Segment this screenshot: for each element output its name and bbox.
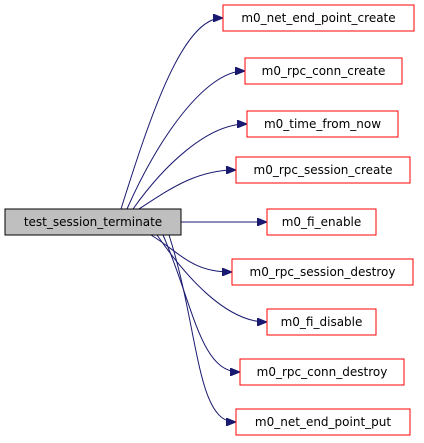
target-node[interactable]: m0_net_end_point_create bbox=[222, 4, 415, 32]
target-node[interactable]: m0_rpc_session_create bbox=[235, 156, 411, 184]
target-node-label: m0_rpc_session_create bbox=[254, 163, 393, 177]
target-node-box bbox=[235, 156, 411, 184]
target-node[interactable]: m0_fi_enable bbox=[266, 208, 377, 236]
target-node[interactable]: m0_rpc_session_destroy bbox=[231, 258, 414, 286]
target-node-label: m0_fi_enable bbox=[282, 215, 362, 229]
call-edges bbox=[120, 18, 266, 422]
target-node[interactable]: m0_rpc_conn_destroy bbox=[239, 358, 405, 386]
call-edge bbox=[138, 170, 235, 210]
call-edge bbox=[162, 234, 239, 372]
target-node-box bbox=[231, 258, 414, 286]
target-node-label: m0_net_end_point_put bbox=[255, 415, 391, 429]
call-edge bbox=[126, 71, 244, 210]
target-node-label: m0_net_end_point_create bbox=[241, 11, 395, 25]
target-node-box bbox=[246, 110, 399, 138]
call-edge bbox=[168, 234, 235, 422]
call-edge bbox=[132, 124, 246, 210]
target-node[interactable]: m0_net_end_point_put bbox=[235, 408, 411, 436]
target-nodes: m0_net_end_point_create m0_rpc_conn_creat… bbox=[222, 4, 415, 436]
source-node-label: test_session_terminate bbox=[24, 215, 162, 229]
target-node-box bbox=[244, 57, 403, 85]
call-edge bbox=[120, 18, 222, 210]
target-node-box bbox=[266, 208, 377, 236]
target-node-box bbox=[239, 358, 405, 386]
target-node-label: m0_rpc_conn_create bbox=[262, 64, 386, 78]
target-node-box bbox=[235, 408, 411, 436]
target-node-label: m0_rpc_conn_destroy bbox=[257, 365, 388, 379]
call-edge bbox=[156, 234, 266, 322]
target-node-label: m0_rpc_session_destroy bbox=[250, 265, 396, 279]
target-node[interactable]: m0_time_from_now bbox=[246, 110, 399, 138]
target-node-box bbox=[266, 308, 377, 336]
source-node[interactable]: test_session_terminate bbox=[4, 208, 182, 236]
target-node-label: m0_fi_disable bbox=[281, 315, 363, 329]
target-node-box bbox=[222, 4, 415, 32]
target-node-label: m0_time_from_now bbox=[264, 117, 381, 131]
source-node-box bbox=[4, 208, 182, 236]
call-edge bbox=[150, 234, 231, 272]
target-node[interactable]: m0_fi_disable bbox=[266, 308, 377, 336]
target-node[interactable]: m0_rpc_conn_create bbox=[244, 57, 403, 85]
